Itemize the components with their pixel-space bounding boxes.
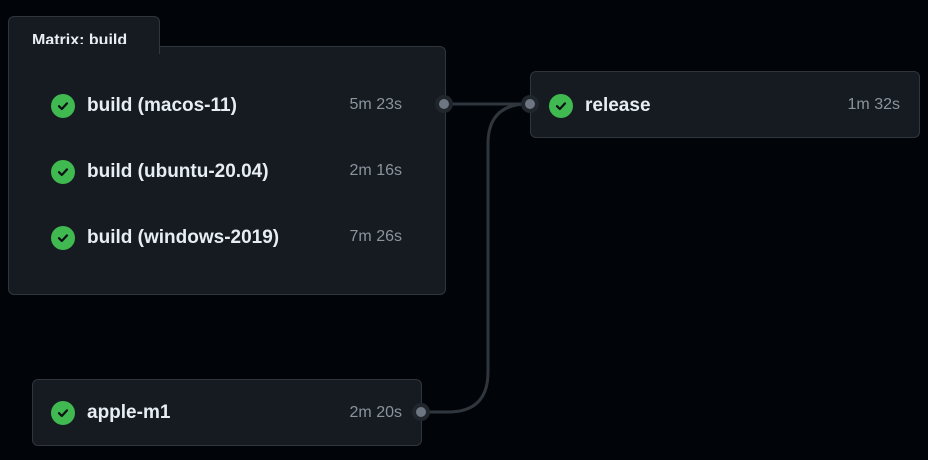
matrix-output-port <box>439 99 449 109</box>
job-build-ubuntu-20-04[interactable]: build (ubuntu-20.04) <box>51 157 269 187</box>
job-build-windows-2019[interactable]: build (windows-2019) <box>51 223 279 253</box>
matrix-tab-seam <box>9 44 159 48</box>
check-circle-icon <box>51 94 75 118</box>
matrix-build-tab: Matrix: build <box>8 16 160 54</box>
check-circle-icon <box>549 94 573 118</box>
release-input-port <box>525 99 535 109</box>
job-release[interactable]: release <box>549 91 651 121</box>
job-card-release[interactable] <box>530 71 920 138</box>
job-build-macos-11[interactable]: build (macos-11) <box>51 91 237 121</box>
job-name: build (macos-11) <box>87 95 237 116</box>
check-circle-icon <box>51 160 75 184</box>
job-duration: 2m 20s <box>349 404 402 421</box>
job-duration: 2m 16s <box>349 162 402 179</box>
job-name: release <box>585 95 651 116</box>
job-duration: 5m 23s <box>349 96 402 113</box>
job-apple-m1[interactable]: apple-m1 <box>51 398 170 428</box>
check-circle-icon <box>51 226 75 250</box>
job-name: build (windows-2019) <box>87 227 280 248</box>
check-circle-icon <box>51 401 75 425</box>
job-duration: 1m 32s <box>847 96 900 113</box>
job-name: apple-m1 <box>87 402 171 423</box>
apple-m1-output-port <box>416 407 426 417</box>
job-card-apple-m1[interactable] <box>32 379 422 446</box>
matrix-build-group <box>8 46 446 295</box>
job-name: build (ubuntu-20.04) <box>87 161 269 182</box>
job-duration: 7m 26s <box>349 228 402 245</box>
